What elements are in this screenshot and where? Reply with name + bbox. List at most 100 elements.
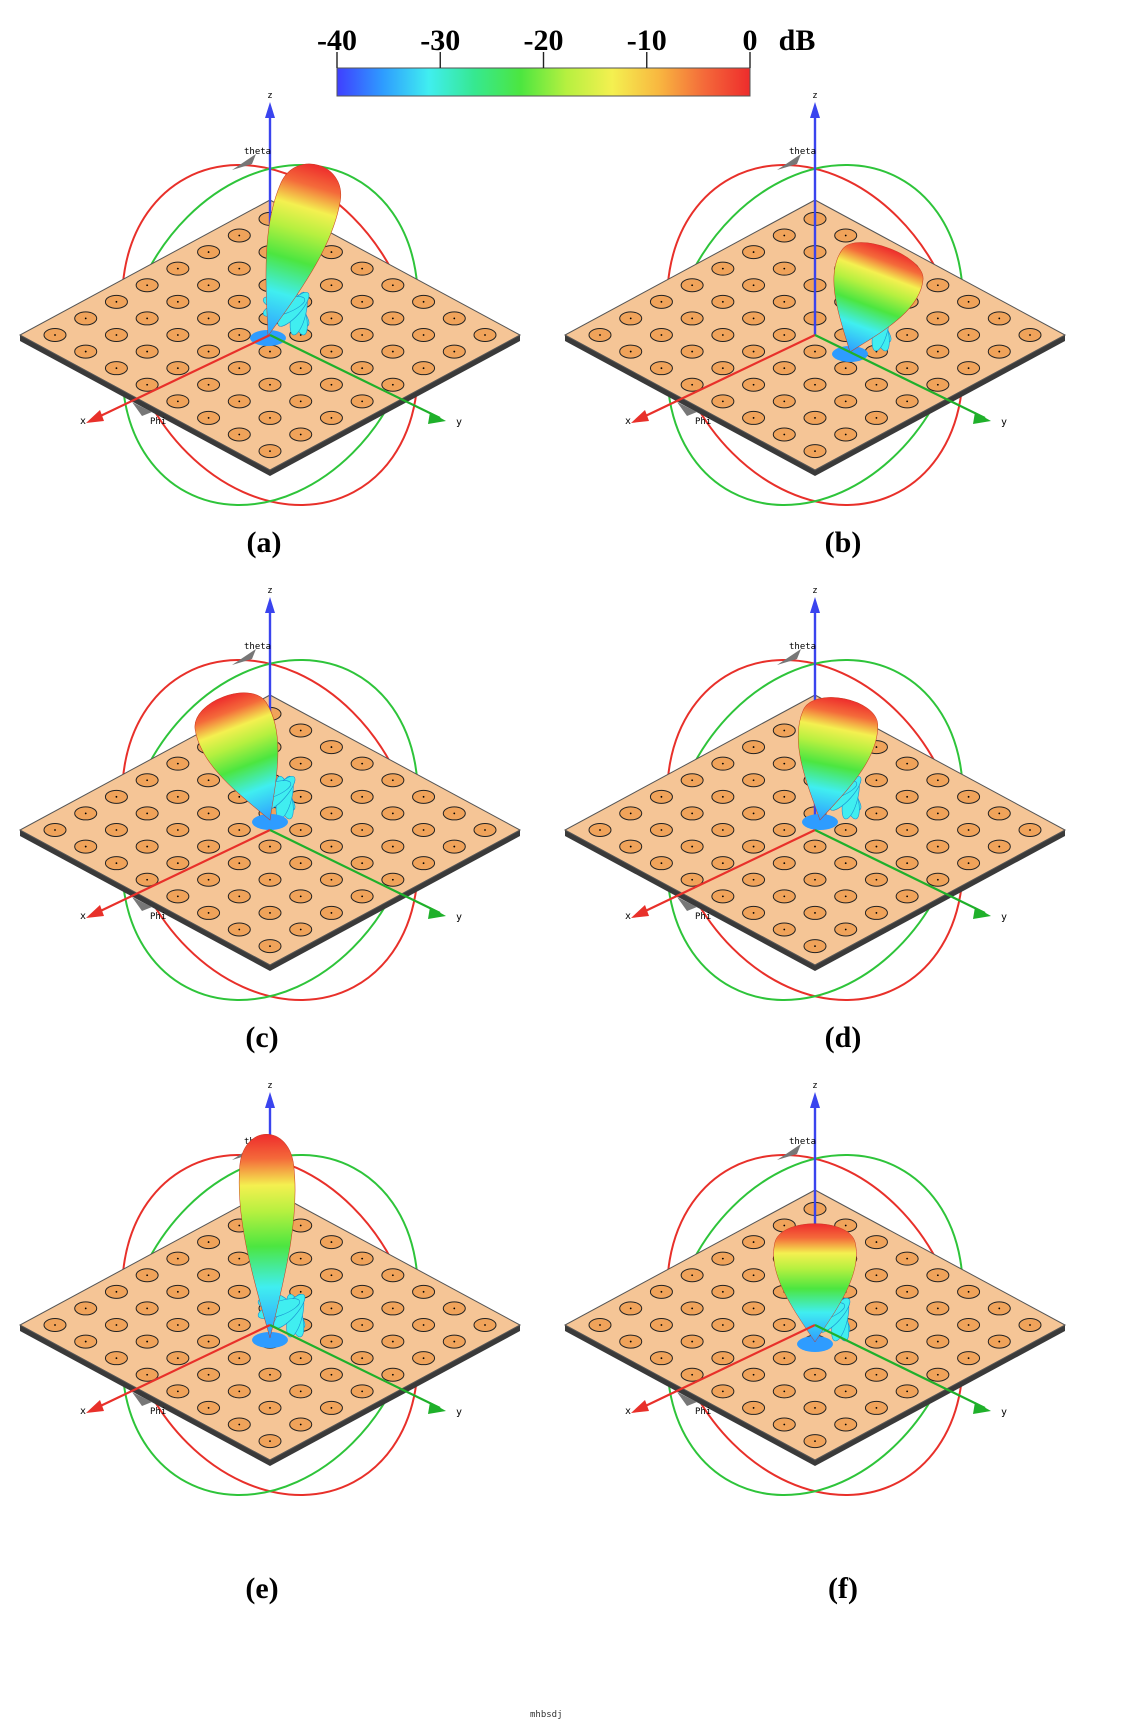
theta-label: theta bbox=[244, 642, 271, 652]
x-axis bbox=[91, 829, 271, 916]
feed-point bbox=[391, 779, 394, 782]
feed-point bbox=[422, 300, 425, 303]
feed-point bbox=[453, 1340, 456, 1343]
lobe-base bbox=[802, 814, 838, 830]
feed-point bbox=[844, 1224, 847, 1227]
y-axis-label: y bbox=[456, 417, 462, 428]
theta-label: theta bbox=[789, 642, 816, 652]
feed-point bbox=[844, 829, 847, 831]
feed-point bbox=[783, 300, 786, 303]
feed-point bbox=[752, 878, 755, 881]
feed-point bbox=[207, 251, 210, 253]
feed-point bbox=[875, 1274, 878, 1277]
theta-arrow bbox=[777, 1144, 801, 1160]
feed-point bbox=[691, 812, 694, 815]
feed-point bbox=[238, 334, 241, 336]
feed-point bbox=[207, 1340, 210, 1343]
y-axis bbox=[269, 1324, 441, 1409]
feed-point bbox=[299, 1257, 302, 1260]
feed-point bbox=[721, 895, 724, 898]
feed-point bbox=[146, 1274, 149, 1277]
feed-point bbox=[299, 400, 302, 403]
feed-point bbox=[84, 812, 87, 815]
feed-point bbox=[783, 862, 786, 865]
feed-point bbox=[391, 812, 394, 815]
feed-point bbox=[207, 317, 210, 320]
feed-point bbox=[875, 845, 878, 848]
feed-point bbox=[238, 1224, 241, 1227]
feed-point bbox=[936, 1340, 939, 1343]
feed-point bbox=[269, 878, 271, 881]
feed-point bbox=[330, 812, 333, 815]
feed-point bbox=[906, 895, 909, 898]
feed-point bbox=[998, 317, 1001, 320]
feed-point bbox=[814, 350, 816, 353]
feed-point bbox=[238, 829, 241, 831]
x-axis bbox=[636, 334, 816, 421]
feed-point bbox=[783, 928, 786, 931]
feed-point bbox=[691, 845, 694, 848]
feed-point bbox=[299, 1390, 302, 1393]
theta-arrow bbox=[777, 649, 801, 665]
substrate-edge-right bbox=[815, 1325, 1065, 1466]
z-axis-arrow bbox=[810, 597, 820, 613]
feed-point bbox=[330, 845, 333, 848]
feed-point bbox=[484, 1324, 486, 1326]
feed-point bbox=[783, 1390, 786, 1393]
y-axis bbox=[814, 1324, 986, 1409]
feed-point bbox=[115, 862, 118, 865]
feed-point bbox=[752, 1407, 755, 1409]
panel-label-c: (c) bbox=[245, 1021, 279, 1054]
phi-arrow bbox=[132, 402, 152, 416]
feed-point bbox=[814, 1407, 816, 1409]
feed-point bbox=[721, 829, 724, 831]
feed-point bbox=[967, 334, 970, 336]
feed-point bbox=[330, 1274, 333, 1277]
feed-point bbox=[330, 1307, 333, 1310]
feed-point bbox=[146, 812, 149, 815]
feed-point bbox=[176, 862, 179, 865]
feed-point bbox=[752, 746, 755, 748]
y-axis-arrow bbox=[973, 1402, 991, 1414]
feed-point bbox=[361, 367, 364, 370]
feed-point bbox=[422, 862, 425, 865]
x-axis-label: x bbox=[80, 911, 86, 922]
feed-point bbox=[115, 367, 118, 370]
feed-point bbox=[691, 350, 694, 353]
feed-point bbox=[660, 367, 663, 370]
feed-point bbox=[54, 334, 56, 336]
feed-point bbox=[330, 1241, 333, 1243]
y-axis-arrow bbox=[973, 412, 991, 424]
feed-point bbox=[115, 795, 118, 798]
feed-point bbox=[299, 1357, 302, 1360]
feed-point bbox=[967, 367, 970, 370]
patch-array bbox=[43, 1201, 497, 1449]
y-axis-label: y bbox=[456, 912, 462, 923]
feed-point bbox=[967, 829, 970, 831]
feed-point bbox=[1029, 334, 1031, 336]
x-axis bbox=[636, 1324, 816, 1411]
feed-point bbox=[629, 317, 632, 320]
feed-point bbox=[330, 878, 333, 881]
x-axis-arrow bbox=[86, 905, 104, 918]
y-axis-arrow bbox=[428, 412, 446, 424]
feed-point bbox=[54, 1324, 56, 1326]
feed-point bbox=[844, 1357, 847, 1360]
feed-point bbox=[238, 267, 241, 270]
feed-point bbox=[207, 779, 210, 782]
feed-point bbox=[875, 1241, 878, 1243]
panel-label-d: (d) bbox=[824, 1021, 862, 1054]
phi-arrow bbox=[677, 402, 697, 416]
feed-point bbox=[967, 1290, 970, 1293]
feed-point bbox=[146, 845, 149, 848]
feed-point bbox=[146, 1340, 149, 1343]
feed-point bbox=[814, 945, 816, 947]
feed-point bbox=[814, 417, 816, 419]
substrate-edge-right bbox=[270, 335, 520, 476]
feed-point bbox=[752, 284, 755, 287]
feed-point bbox=[238, 895, 241, 898]
feed-point bbox=[269, 1440, 271, 1442]
